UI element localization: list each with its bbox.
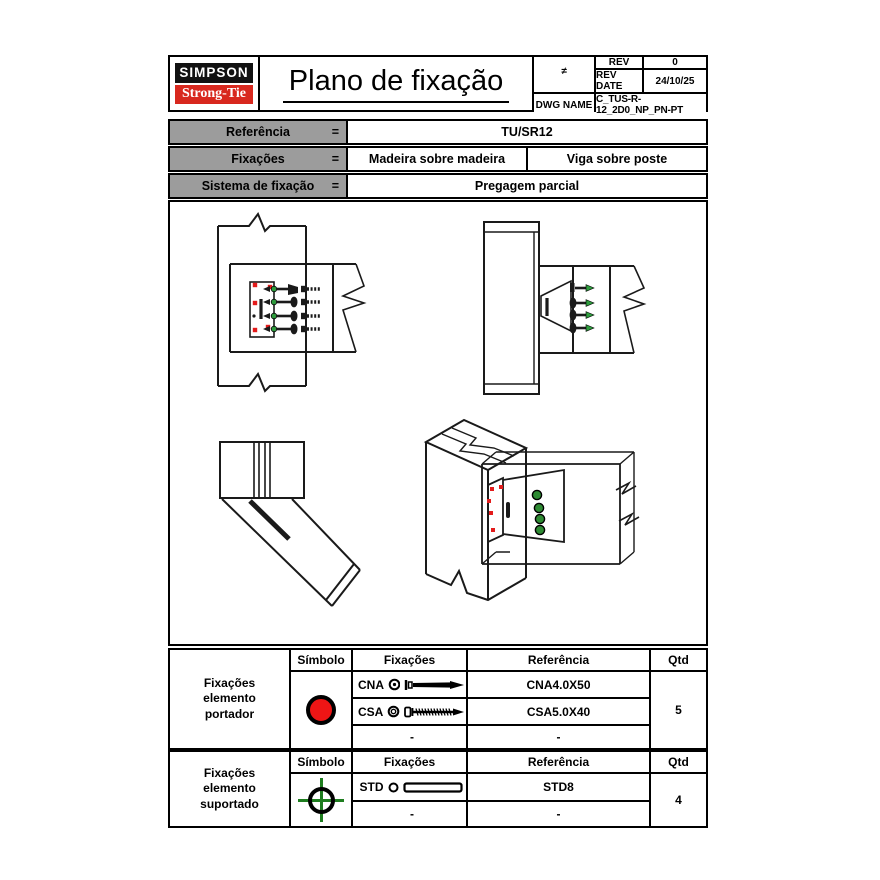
- reference-cell: CNA4.0X50: [468, 672, 649, 697]
- reference-cell: -: [468, 726, 649, 748]
- dowel-head-glyph: [388, 782, 398, 792]
- front-view-drawing: [217, 211, 367, 393]
- fixacoes-value-2: Viga sobre poste: [526, 148, 706, 170]
- rev-date-value: 24/10/25: [644, 70, 706, 92]
- fastener-table-portador: Fixações elemento portador Símbolo Fixaç…: [168, 648, 708, 750]
- column-header-referencia: Referência: [468, 650, 649, 670]
- symbol-cell: [291, 672, 351, 748]
- title-cell: Plano de fixação: [260, 57, 532, 110]
- page-title: Plano de fixação: [282, 65, 510, 103]
- drawing-sheet: SIMPSON Strong-Tie Plano de fixação ≠ RE…: [168, 55, 708, 830]
- quantity-cell: 4: [651, 774, 706, 826]
- title-block: SIMPSON Strong-Tie Plano de fixação ≠ RE…: [168, 55, 708, 116]
- reference-cell: CSA5.0X40: [468, 699, 649, 724]
- sistema-value: Pregagem parcial: [474, 179, 580, 193]
- isometric-view-drawing: [423, 418, 640, 602]
- equals-sign: =: [331, 179, 339, 193]
- equals-sign: =: [331, 125, 339, 139]
- reference-cell: -: [468, 802, 649, 826]
- referencia-value: TU/SR12: [501, 125, 553, 139]
- fixing-code: CNA: [358, 677, 384, 692]
- dwg-name-label: DWG NAME: [534, 94, 594, 116]
- logo-simpson: SIMPSON: [175, 63, 253, 83]
- not-equal-icon: ≠: [534, 57, 594, 92]
- nail-head-glyph: [388, 678, 401, 691]
- logo-strongtie: Strong-Tie: [175, 85, 253, 104]
- fixing-code: STD: [359, 780, 384, 794]
- reference-cell: STD8: [468, 774, 649, 800]
- fixing-cell-empty: -: [353, 726, 466, 748]
- side-view-drawing: [483, 221, 647, 395]
- dwg-name-value: C_TUS-R-12_2D0_NP_PN-PT: [596, 94, 706, 116]
- column-header-simbolo: Símbolo: [291, 752, 351, 772]
- fixing-cell-std: STD: [353, 774, 466, 800]
- referencia-label: Referência: [226, 125, 290, 139]
- red-circle-icon: [306, 695, 336, 725]
- column-header-qtd: Qtd: [651, 650, 706, 670]
- fastener-table-suportado: Fixações elemento suportado Símbolo Fixa…: [168, 750, 708, 828]
- fixacoes-value-1: Madeira sobre madeira: [368, 152, 506, 166]
- equals-sign: =: [331, 152, 339, 166]
- info-row-fixacoes: Fixações = Madeira sobre madeira Viga sob…: [168, 146, 708, 172]
- simpson-strongtie-logo: SIMPSON Strong-Tie: [170, 57, 258, 110]
- screw-icon: [404, 706, 464, 717]
- rev-label: REV: [596, 57, 642, 68]
- fixing-cell-csa: CSA: [353, 699, 466, 724]
- column-header-fixacoes: Fixações: [353, 650, 466, 670]
- info-row-referencia: Referência = TU/SR12: [168, 119, 708, 145]
- front-view-nails: [252, 282, 320, 335]
- rev-date-label: REV DATE: [596, 70, 642, 92]
- dowel-icon: [402, 781, 463, 793]
- screw-head-glyph: [388, 705, 400, 718]
- symbol-cell: [291, 774, 351, 826]
- side-view-fasteners: [569, 283, 595, 334]
- technical-drawings: [217, 211, 647, 607]
- column-header-fixacoes: Fixações: [353, 752, 466, 772]
- column-header-simbolo: Símbolo: [291, 650, 351, 670]
- column-header-qtd: Qtd: [651, 752, 706, 772]
- fixacoes-label: Fixações: [231, 152, 285, 166]
- green-crosshair-icon: [298, 778, 344, 822]
- revision-table: ≠ REV 0 REV DATE 24/10/25 DWG NAME C_TUS…: [534, 57, 706, 116]
- info-row-sistema: Sistema de fixação = Pregagem parcial: [168, 173, 708, 199]
- top-view-drawing: [219, 441, 361, 607]
- table-row-label: Fixações elemento portador: [170, 650, 289, 748]
- column-header-referencia: Referência: [468, 752, 649, 772]
- nail-icon: [404, 679, 465, 690]
- drawing-area: [168, 200, 708, 646]
- fixing-code: CSA: [358, 704, 384, 719]
- rev-value: 0: [644, 57, 706, 68]
- table-row-label: Fixações elemento suportado: [170, 752, 289, 826]
- quantity-cell: 5: [651, 672, 706, 748]
- fixing-cell-cna: CNA: [353, 672, 466, 697]
- fixing-cell-empty: -: [353, 802, 466, 826]
- isometric-fastener-marks: [487, 485, 546, 536]
- sistema-label: Sistema de fixação: [201, 179, 315, 193]
